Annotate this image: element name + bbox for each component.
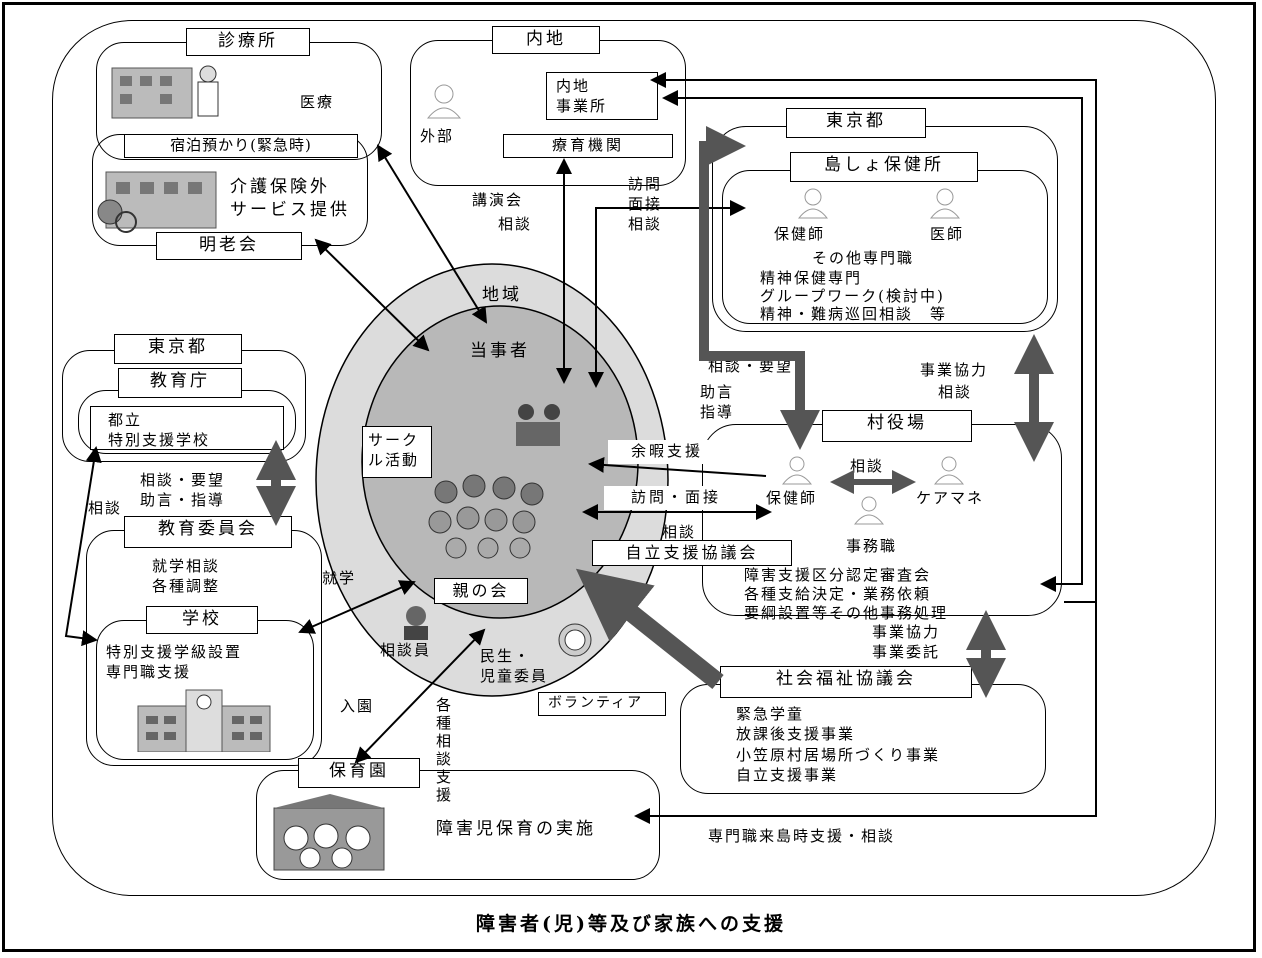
community-label: 地域 bbox=[482, 285, 522, 305]
welfare-title: 社会福祉協議会 bbox=[720, 666, 972, 698]
person-label: 当事者 bbox=[470, 341, 530, 361]
flow-left-request: 相談・要望 助言・指導 bbox=[140, 471, 226, 510]
self-support-council: 自立支援協議会 bbox=[592, 540, 792, 566]
school-building-icon bbox=[136, 688, 272, 753]
overnight-label: 宿泊預かり(緊急時) bbox=[124, 134, 358, 158]
flow-advice: 助言 bbox=[700, 383, 735, 401]
mainland-office: 内地 事業所 bbox=[556, 77, 608, 116]
circle-activity: サーク ル活動 bbox=[368, 431, 420, 470]
circle-activity-box bbox=[362, 426, 432, 478]
family-icon bbox=[508, 400, 568, 450]
flow-consult-request: 相談・要望 bbox=[708, 357, 794, 375]
other-staff: その他専門職 bbox=[812, 249, 915, 267]
clerk-icon bbox=[852, 496, 886, 526]
welfare-commissioner: 民生・ 児童委員 bbox=[480, 647, 549, 686]
nursery-box bbox=[256, 770, 660, 880]
consultant-icon bbox=[398, 604, 434, 640]
welfare-services: 緊急学童 放課後支援事業 小笠原村居場所づくり事業 自立支援事業 bbox=[736, 705, 941, 784]
flow-leisure: 余暇支援 bbox=[608, 440, 726, 464]
nursery-duties: 障害児保育の実施 bbox=[436, 819, 596, 839]
outside-person-icon bbox=[424, 84, 464, 120]
village-nurse: 保健師 bbox=[766, 489, 818, 507]
village-title: 村役場 bbox=[822, 410, 972, 442]
school-duties: 特別支援学級設置 専門職支援 bbox=[106, 643, 243, 682]
consultant-label: 相談員 bbox=[380, 641, 432, 659]
health-doctor-icon bbox=[928, 188, 962, 220]
flow-visit: 訪問 bbox=[628, 175, 663, 193]
village-nurse-icon bbox=[780, 456, 814, 486]
special-school: 都立 特別支援学校 bbox=[108, 411, 211, 450]
flow-consult1: 相談 bbox=[498, 215, 533, 233]
care-service-text: 介護保険外 サービス提供 bbox=[230, 177, 350, 220]
flow-various: 各 種 相 談 支 援 bbox=[436, 696, 454, 804]
health-nurse-icon bbox=[796, 188, 830, 220]
school-title: 学校 bbox=[146, 606, 258, 634]
health-doctor: 医師 bbox=[930, 225, 965, 243]
tour-consult: 精神・難病巡回相談 等 bbox=[760, 305, 948, 323]
parents-group: 親の会 bbox=[434, 578, 528, 604]
flow-consult3: 相談 bbox=[938, 383, 973, 401]
clinic-medical: 医療 bbox=[300, 93, 335, 111]
flow-consult4: 相談 bbox=[662, 523, 697, 541]
care-manager-icon bbox=[932, 456, 966, 486]
clinic-building-icon bbox=[108, 58, 228, 120]
flow-outsource: 事業委託 bbox=[872, 643, 941, 661]
welfare-commissioner-icon bbox=[552, 620, 598, 666]
nursery-title: 保育園 bbox=[298, 758, 420, 788]
clinic-title: 診療所 bbox=[186, 28, 310, 56]
outer-container bbox=[52, 20, 1216, 896]
health-center-title: 島しょ保健所 bbox=[790, 152, 978, 182]
health-nurse: 保健師 bbox=[774, 225, 826, 243]
village-consult: 相談 bbox=[850, 457, 885, 475]
flow-guidance: 指導 bbox=[700, 403, 735, 421]
therapy-label: 療育機関 bbox=[503, 134, 673, 158]
special-school-box bbox=[90, 406, 284, 450]
clerk: 事務職 bbox=[846, 537, 898, 555]
nursery-children-icon bbox=[270, 794, 406, 872]
outside-label: 外部 bbox=[420, 127, 455, 145]
board-title: 教育委員会 bbox=[124, 516, 292, 548]
group-icon bbox=[426, 472, 554, 560]
care-building-icon bbox=[96, 166, 222, 236]
flow-coop2: 事業協力 bbox=[872, 623, 941, 641]
flow-cooperation: 事業協力 bbox=[920, 361, 989, 379]
care-manager: ケアマネ bbox=[916, 489, 985, 507]
meirokai-title: 明老会 bbox=[156, 232, 302, 260]
flow-left-consult: 相談 bbox=[88, 499, 123, 517]
caption: 障害者(児)等及び家族への支援 bbox=[476, 913, 786, 935]
flow-interview: 面接 bbox=[628, 195, 663, 213]
tokyo-right-title: 東京都 bbox=[786, 108, 926, 138]
tokyo-left-title: 東京都 bbox=[114, 334, 242, 364]
board-duties: 就学相談 各種調整 bbox=[152, 557, 221, 596]
flow-enrollment: 就学 bbox=[322, 569, 357, 587]
flow-kindergarten: 入園 bbox=[340, 697, 375, 715]
flow-specialist: 専門職来島時支援・相談 bbox=[708, 827, 896, 845]
education-office-title: 教育庁 bbox=[118, 368, 242, 398]
volunteer: ボランティア bbox=[548, 695, 644, 711]
flow-consult2: 相談 bbox=[628, 215, 663, 233]
flow-lecture: 講演会 bbox=[472, 191, 524, 209]
mainland-title: 内地 bbox=[492, 26, 600, 54]
village-duties: 障害支援区分認定審査会 各種支給決定・業務依頼 要綱設置等その他事務処理 bbox=[744, 566, 949, 622]
flow-visit-interview: 訪問・面接 bbox=[604, 486, 748, 510]
